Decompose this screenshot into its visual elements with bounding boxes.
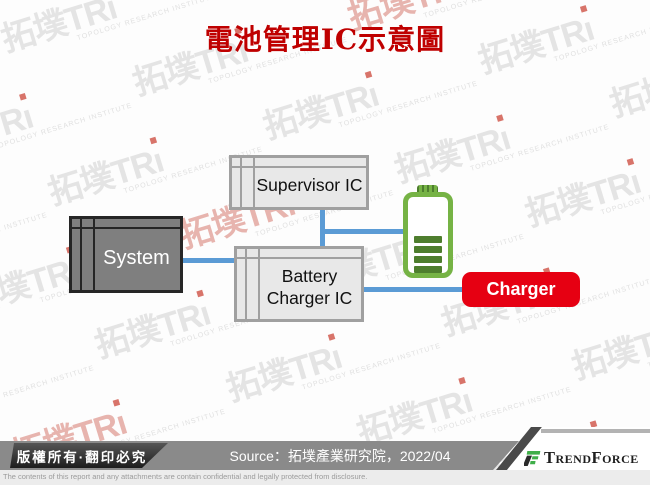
disclaimer-text: The contents of this report and any atta… bbox=[0, 470, 650, 485]
battery-charger-ic-label: Battery Charger IC bbox=[266, 266, 353, 308]
battery-icon bbox=[403, 192, 453, 278]
trendforce-logo: TrendForce bbox=[524, 448, 639, 468]
trendforce-logo-icon bbox=[524, 450, 541, 466]
battery-bar bbox=[414, 236, 442, 243]
box-left-line-2 bbox=[93, 219, 95, 290]
box-left-line-2 bbox=[258, 249, 260, 319]
battery-bar bbox=[414, 246, 442, 253]
battery-bar bbox=[414, 256, 442, 263]
connector-charger-ic-to-charger bbox=[364, 287, 467, 292]
box-header-line bbox=[72, 227, 180, 229]
page-title: 電池管理IC示意圖 bbox=[204, 23, 446, 56]
battery-cap-icon bbox=[417, 185, 438, 195]
copyright-banner: 版權所有·翻印必究 bbox=[10, 443, 168, 468]
connector-to-battery bbox=[322, 229, 403, 234]
footer-top-line bbox=[541, 429, 650, 433]
system-box: System bbox=[69, 216, 183, 293]
supervisor-ic-label: Supervisor IC bbox=[256, 175, 363, 196]
box-header-line bbox=[232, 166, 366, 168]
connector-system-to-charger-ic bbox=[183, 258, 234, 263]
box-left-line-2 bbox=[253, 158, 255, 207]
battery-charger-ic-box: Battery Charger IC bbox=[234, 246, 364, 322]
box-left-line-1 bbox=[80, 219, 82, 290]
box-left-line-1 bbox=[240, 158, 242, 207]
copyright-text: 版權所有·翻印必究 bbox=[16, 449, 148, 465]
box-header-line bbox=[237, 257, 361, 259]
charger-label: Charger bbox=[486, 279, 556, 299]
system-label: System bbox=[103, 246, 170, 269]
trendforce-brand-text: TrendForce bbox=[544, 448, 639, 467]
box-left-line-1 bbox=[245, 249, 247, 319]
connector-supervisor-to-charger-ic bbox=[320, 210, 325, 246]
source-text: Source：拓墣產業研究院，2022/04 bbox=[229, 447, 451, 464]
supervisor-ic-box: Supervisor IC bbox=[229, 155, 369, 210]
battery-bar bbox=[414, 266, 442, 273]
charger-box: Charger bbox=[462, 272, 580, 307]
